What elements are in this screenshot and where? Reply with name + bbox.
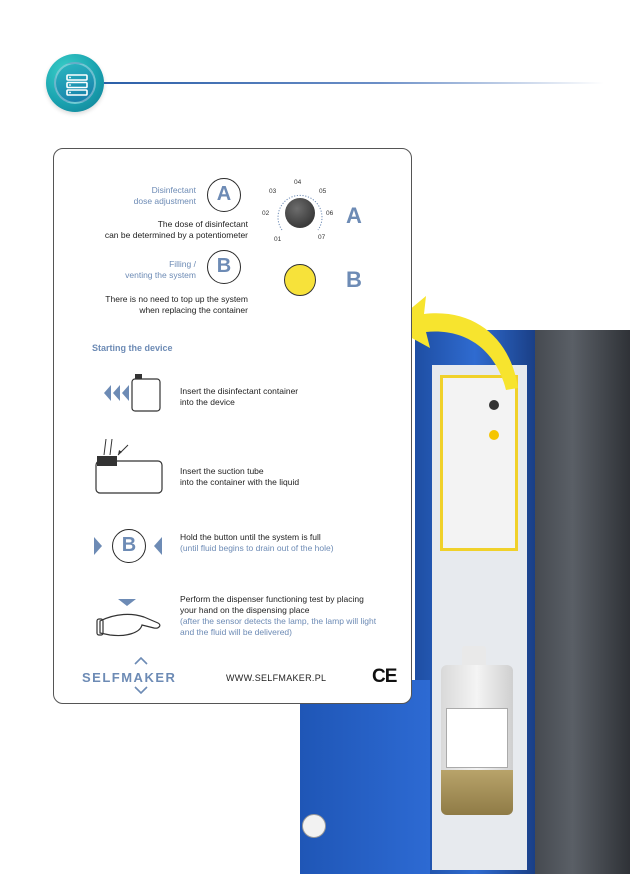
step-4-line1: Perform the dispenser functioning test b… xyxy=(180,594,364,604)
step-4-note2: and the fluid will be delivered) xyxy=(180,627,292,637)
website-url: WWW.SELFMAKER.PL xyxy=(226,673,327,683)
server-stack-icon xyxy=(54,62,96,104)
b-label-line2: venting the system xyxy=(125,270,196,280)
dial-tick-label: 03 xyxy=(269,188,277,195)
ce-mark: CE xyxy=(372,666,397,687)
dispenser-machine-photo xyxy=(300,300,630,874)
potentiometer-knob xyxy=(285,198,315,228)
b-label-line1: Filling / xyxy=(169,259,196,269)
big-letter-a: A xyxy=(346,203,362,228)
step-3-circle-letter: B xyxy=(112,529,146,563)
dial-tick-label: 07 xyxy=(318,234,326,241)
dial-tick-label: 05 xyxy=(319,188,327,195)
logo-chevron-down-icon xyxy=(134,686,148,694)
dial-tick-label: 01 xyxy=(274,236,282,243)
step-1-icon xyxy=(94,373,164,418)
section-badge xyxy=(46,54,104,112)
step-3-note: (until fluid begins to drain out of the … xyxy=(180,543,334,553)
dial-scale-icon xyxy=(277,194,323,231)
yellow-button xyxy=(284,264,316,296)
selfmaker-logo: SELFMAKER xyxy=(82,670,177,685)
yellow-arrow-icon xyxy=(390,296,518,390)
header-divider xyxy=(104,82,604,84)
step-2-line2: into the container with the liquid xyxy=(180,477,300,487)
big-letter-b: B xyxy=(346,267,362,292)
dial-tick-label: 02 xyxy=(262,210,270,217)
dial-tick-label: 04 xyxy=(294,179,302,186)
a-label-line2: dose adjustment xyxy=(133,196,196,206)
logo-chevron-up-icon xyxy=(134,657,148,665)
step-3-arrow-left-icon xyxy=(154,537,162,555)
hand-icon xyxy=(96,609,166,646)
step-3-line1: Hold the button until the system is full xyxy=(180,532,321,542)
drain-hole xyxy=(302,814,326,838)
a-circle-letter: A xyxy=(207,178,241,212)
suction-tube-icon xyxy=(92,438,164,500)
a-desc-line2: can be determined by a potentiometer xyxy=(104,230,248,240)
step-3-arrow-right-icon xyxy=(94,537,102,555)
machine-control-panel xyxy=(440,375,518,551)
step-4-arrow-down-icon xyxy=(118,599,136,606)
step-1-line2: into the device xyxy=(180,397,235,407)
step-1-line1: Insert the disinfectant container xyxy=(180,386,299,396)
instruction-card: Disinfectant dose adjustment A The dose … xyxy=(53,148,412,704)
b-desc-line1: There is no need to top up the system xyxy=(105,294,248,304)
step-4-line2: your hand on the dispensing place xyxy=(180,605,310,615)
step-4-note1: (after the sensor detects the lamp, the … xyxy=(180,616,377,626)
b-desc-line2: when replacing the container xyxy=(139,305,248,315)
dial-tick-label: 06 xyxy=(326,210,334,217)
section-title: Starting the device xyxy=(92,343,173,353)
b-circle-letter: B xyxy=(207,250,241,284)
step-2-line1: Insert the suction tube xyxy=(180,466,264,476)
a-label-line1: Disinfectant xyxy=(151,185,196,195)
a-desc-line1: The dose of disinfectant xyxy=(157,219,248,229)
